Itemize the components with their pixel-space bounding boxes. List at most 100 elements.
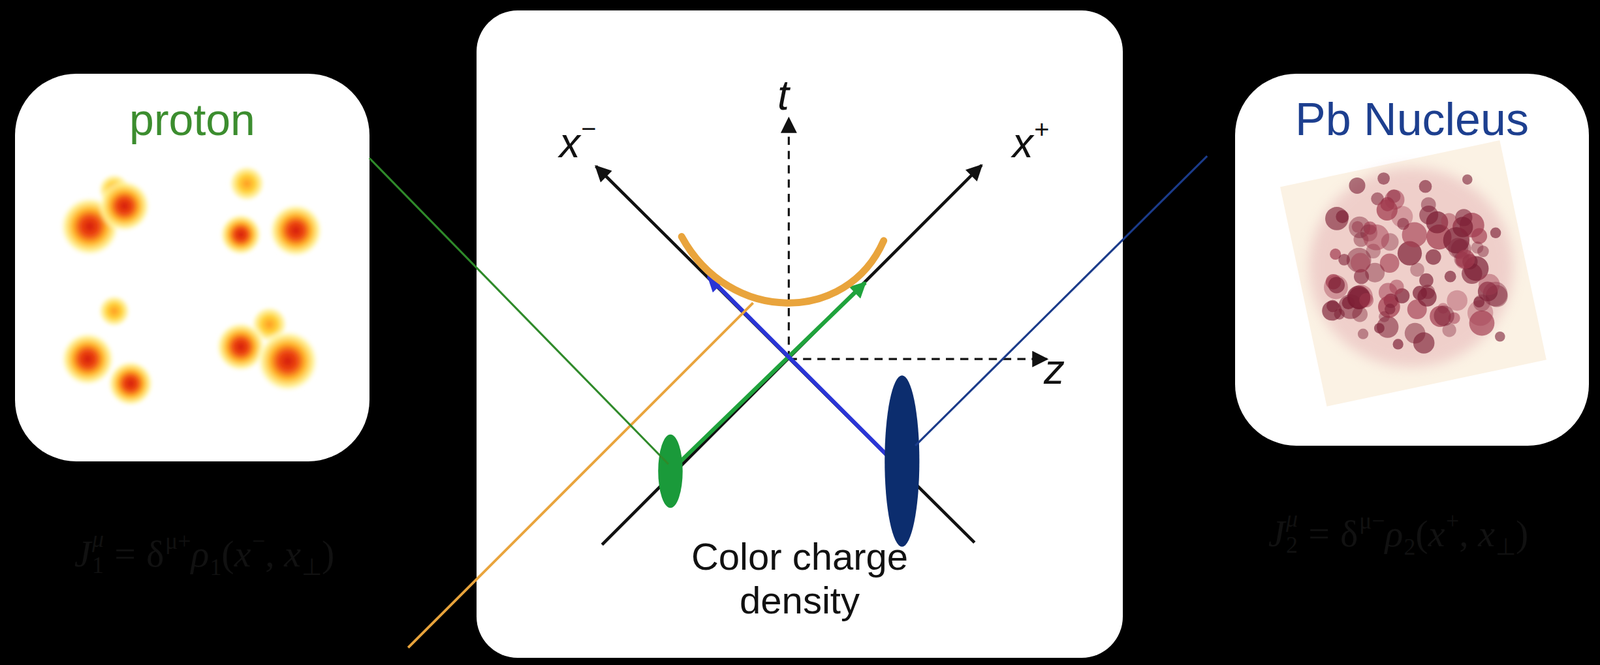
time-axis: [787, 118, 790, 360]
current-equation: Jμ2=δμ−ρ2(x+,x⊥): [1268, 505, 1529, 559]
symbol: (: [1415, 512, 1428, 555]
symbol: t: [777, 71, 790, 119]
nucleon-blob: [1473, 294, 1491, 312]
nucleon-blob: [1478, 274, 1501, 296]
symbol: x: [1477, 512, 1495, 555]
nucleus-picture: [1280, 140, 1547, 407]
superscript: −: [251, 527, 266, 556]
symbol: δ: [1340, 512, 1358, 555]
symbol: ): [321, 532, 335, 576]
nucleon-blob: [1455, 208, 1473, 226]
blob: [228, 165, 266, 202]
panel-title: proton: [15, 92, 370, 147]
nucleon-blob: [1378, 283, 1398, 303]
superscript: −: [580, 113, 597, 145]
nucleon-blob: [1393, 338, 1404, 350]
nucleon-blob: [1477, 245, 1490, 258]
subscript: 1: [92, 552, 104, 579]
operator: =: [114, 532, 136, 576]
blob: [97, 179, 151, 233]
blob: [255, 329, 320, 393]
nucleon-blob: [1376, 199, 1398, 221]
axis-label: x−: [559, 118, 597, 169]
subscript: ⊥: [301, 553, 322, 582]
symbol: (: [221, 532, 234, 576]
nucleon-blob: [1404, 323, 1426, 345]
nucleon-blob: [1469, 310, 1495, 337]
symbol: x: [1428, 512, 1446, 555]
blob: [97, 295, 131, 328]
symbol: ρ: [190, 532, 209, 576]
axis-label: z: [1043, 344, 1065, 395]
nucleon-blob: [1348, 177, 1365, 194]
subscript: 2: [1403, 533, 1416, 562]
operator: =: [1308, 512, 1330, 555]
separator: ,: [265, 532, 275, 576]
nucleon-blob: [1359, 293, 1374, 308]
nucleon-blob: [1326, 299, 1339, 313]
blob: [219, 213, 263, 257]
superscript: μ+: [165, 527, 192, 556]
symbol: x: [559, 119, 581, 167]
nucleon-blob: [1490, 227, 1502, 239]
nucleon-blob: [1328, 276, 1345, 294]
symbol: x: [283, 532, 301, 576]
subscript: 2: [1286, 532, 1298, 559]
nucleon-blob: [1338, 253, 1350, 266]
axis-label: t: [777, 70, 790, 121]
nucleon-blob: [1357, 329, 1369, 340]
nucleon-blob: [1442, 323, 1456, 337]
subscript: 1: [209, 553, 222, 582]
nucleon-blob: [1446, 290, 1468, 312]
panel-title: Pb Nucleus: [1235, 92, 1589, 147]
symbol: δ: [146, 532, 164, 576]
symbol: x: [1012, 119, 1034, 167]
annotation-text: Color charge density: [669, 534, 931, 623]
nucleon-blob: [1455, 250, 1475, 269]
superscript: μ: [1286, 505, 1298, 533]
nucleon-blob: [1444, 270, 1457, 283]
symbol: x: [234, 532, 252, 576]
nucleon-blob: [1377, 172, 1390, 185]
script-stack: μ2: [1286, 505, 1298, 559]
axis-label: x+: [1012, 118, 1050, 169]
superscript: +: [1034, 113, 1050, 145]
nucleon-blob: [1440, 212, 1457, 229]
nucleon-blob: [1374, 323, 1385, 334]
symbol: ρ: [1384, 512, 1403, 555]
symbol: z: [1043, 345, 1065, 393]
nucleon-blobs: [1321, 172, 1508, 354]
script-stack: μ1: [92, 526, 104, 580]
nucleon-blob: [1417, 287, 1437, 307]
blob: [268, 203, 324, 258]
nucleon-blob: [1350, 253, 1371, 273]
symbol: J: [74, 532, 92, 576]
symbol: J: [1268, 512, 1286, 555]
blob: [107, 360, 155, 408]
nucleus-sheet: [884, 375, 920, 548]
nucleus-frame: [1280, 140, 1547, 407]
proton-sheet: [658, 434, 683, 509]
nucleon-blob: [1419, 180, 1433, 194]
subscript: ⊥: [1495, 533, 1516, 562]
nucleon-blob: [1425, 249, 1442, 266]
superscript: μ−: [1359, 507, 1386, 536]
separator: ,: [1458, 512, 1469, 555]
nucleon-blob: [1462, 174, 1473, 185]
spacetime-panel: Color charge density: [476, 10, 1123, 659]
blob: [60, 331, 115, 387]
nucleon-blob: [1363, 224, 1390, 251]
nucleon-blob: [1419, 273, 1434, 288]
nucleon-blob: [1410, 262, 1425, 277]
nucleon-blob: [1325, 206, 1349, 231]
current-equation: Jμ1=δμ+ρ1(x−,x⊥): [74, 526, 335, 580]
superscript: +: [1445, 507, 1459, 536]
proton-panel: proton: [15, 73, 370, 462]
nucleon-blob: [1396, 218, 1409, 230]
nucleon-blob: [1378, 311, 1390, 323]
superscript: μ: [92, 526, 104, 553]
nucleon-blob: [1494, 331, 1506, 343]
symbol: ): [1515, 512, 1529, 555]
nucleus-halo: [1309, 167, 1514, 367]
